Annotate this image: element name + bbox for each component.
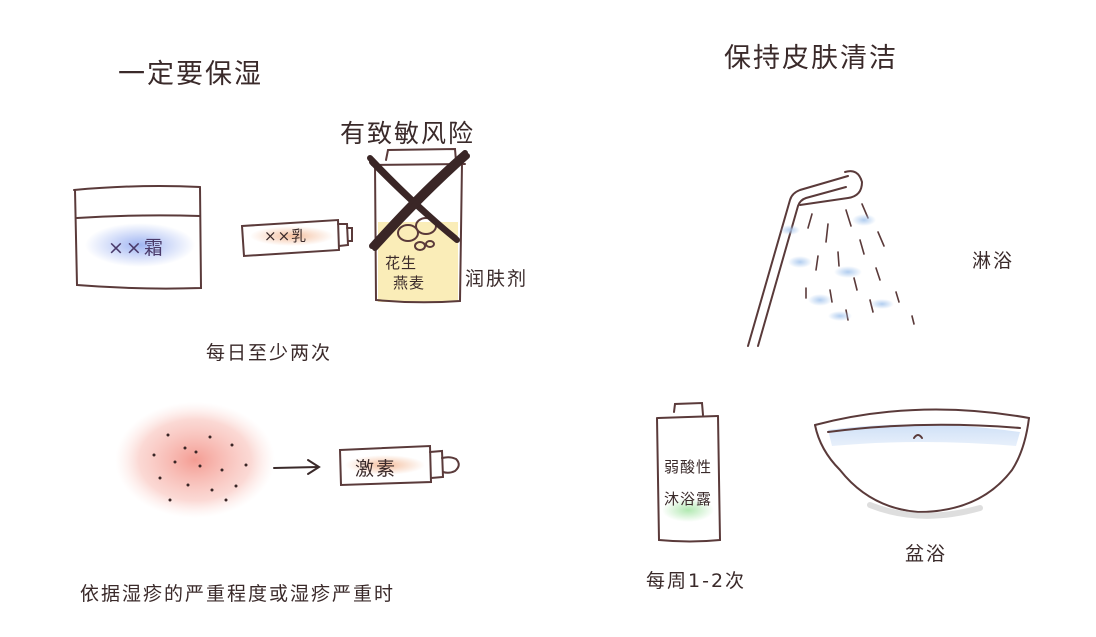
arrow-right-icon (273, 459, 321, 475)
lotion-tube-icon (240, 218, 353, 258)
emollient-label: 润肤剂 (465, 268, 529, 290)
bath-tub-icon (814, 408, 1030, 519)
frequency-label: 每日至少两次 (206, 342, 333, 364)
emollient-bottle-text-1: 花生 (385, 254, 418, 272)
cream-label: ××霜 (108, 237, 165, 259)
allergy-risk-label: 有致敏风险 (340, 119, 476, 148)
bath-label: 盆浴 (905, 543, 948, 565)
emollient-bottle-icon (371, 147, 466, 304)
cleanse-title: 保持皮肤清洁 (724, 43, 898, 74)
wash-frequency-label: 每周1-2次 (646, 570, 747, 592)
hormone-label: 激素 (355, 458, 398, 480)
wash-bottle-text-1: 弱酸性 (664, 458, 713, 476)
wash-bottle-text-2: 沐浴露 (664, 490, 713, 508)
shower-head-icon (747, 170, 864, 347)
lotion-label: ××乳 (264, 227, 308, 245)
rash-skin-icon (115, 402, 275, 518)
moisturize-title: 一定要保湿 (118, 59, 263, 90)
forbidden-cross-icon (367, 150, 470, 251)
shower-water-icon (780, 203, 915, 325)
shower-label: 淋浴 (972, 250, 1015, 272)
emollient-bottle-text-2: 燕麦 (393, 274, 426, 292)
hormone-tube-icon (338, 444, 460, 487)
severity-caption: 依据湿疹的严重程度或湿疹严重时 (80, 583, 396, 605)
body-wash-bottle-icon (656, 401, 722, 543)
cream-jar-icon (73, 185, 203, 290)
